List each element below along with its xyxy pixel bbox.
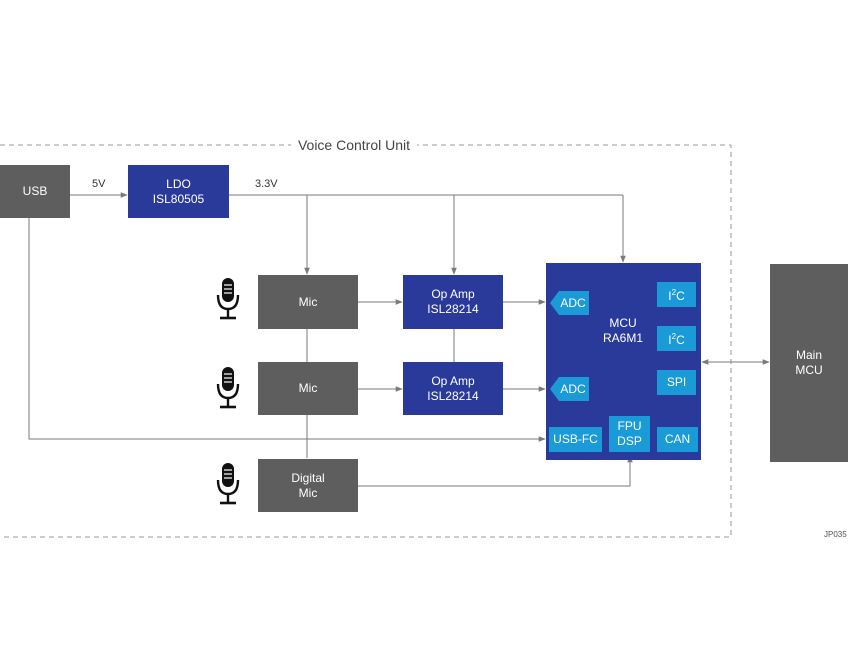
opamp-2-title: Op Amp [431, 373, 475, 388]
label-5v: 5V [92, 178, 106, 190]
wire-usb-usbfc [28, 218, 546, 442]
i2c-2-sup: 2 [671, 332, 677, 341]
i2c-2-tail: C [676, 333, 685, 347]
usbfc-label: USB-FC [553, 432, 598, 446]
dsp-label: DSP [617, 434, 642, 448]
ldo-title: LDO [166, 176, 191, 191]
opamp-block-2: Op Amp ISL28214 [403, 362, 503, 415]
voice-control-unit-frame [0, 144, 732, 538]
figure-code: JP035 [824, 530, 847, 539]
adc-block-2: ADC [550, 377, 589, 401]
digital-mic-line2: Mic [298, 485, 318, 500]
main-mcu-line2: MCU [795, 363, 823, 377]
fpu-label: FPU [617, 419, 642, 433]
mcu-label: MCU RA6M1 [595, 316, 651, 346]
i2c-block-1: I2C [657, 282, 696, 307]
mcu-part: RA6M1 [602, 331, 643, 345]
i2c-1-label: I2C [668, 285, 684, 304]
ldo-block: LDO ISL80505 [128, 165, 229, 218]
i2c-1-tail: C [676, 289, 685, 303]
i2c-2-label: I2C [668, 329, 684, 348]
wire-dmic-dsp [358, 455, 633, 487]
usb-block: USB [0, 165, 70, 218]
mic-block-1: Mic [258, 275, 358, 329]
opamp-1-title: Op Amp [431, 287, 475, 301]
microphone-icon [216, 278, 240, 320]
can-label: CAN [664, 432, 691, 446]
label-3v3: 3.3V [255, 178, 278, 190]
microphone-icon [216, 367, 240, 409]
main-mcu-block: Main MCU [770, 264, 848, 462]
adc-block-1: ADC [550, 291, 589, 315]
frame-title: Voice Control Unit [291, 135, 417, 155]
i2c-2-base: I [668, 333, 672, 347]
digital-mic-block: Digital Mic [258, 459, 358, 512]
fpu-dsp-block: FPU DSP [609, 416, 650, 452]
i2c-block-2: I2C [657, 326, 696, 351]
i2c-1-base: I [668, 289, 672, 303]
opamp-2-part: ISL28214 [427, 388, 479, 403]
adc-1-label: ADC [560, 295, 586, 310]
adc-2-label: ADC [560, 381, 586, 396]
opamp-block-1: Op Amp ISL28214 [403, 275, 503, 329]
mic-block-2: Mic [258, 362, 358, 415]
spi-label: SPI [666, 375, 687, 389]
usbfc-block: USB-FC [549, 427, 602, 452]
mcu-title: MCU [609, 316, 637, 330]
main-mcu-line1: Main [795, 348, 822, 362]
digital-mic-line1: Digital [291, 470, 325, 485]
usb-label: USB [22, 184, 48, 198]
mic-2-label: Mic [298, 381, 318, 395]
spi-block: SPI [657, 370, 696, 395]
i2c-1-sup: 2 [671, 288, 677, 297]
opamp-1-part: ISL28214 [427, 302, 479, 316]
microphone-icon [216, 463, 240, 505]
can-block: CAN [657, 427, 698, 452]
ldo-part: ISL80505 [152, 191, 205, 206]
mic-1-label: Mic [298, 294, 318, 309]
